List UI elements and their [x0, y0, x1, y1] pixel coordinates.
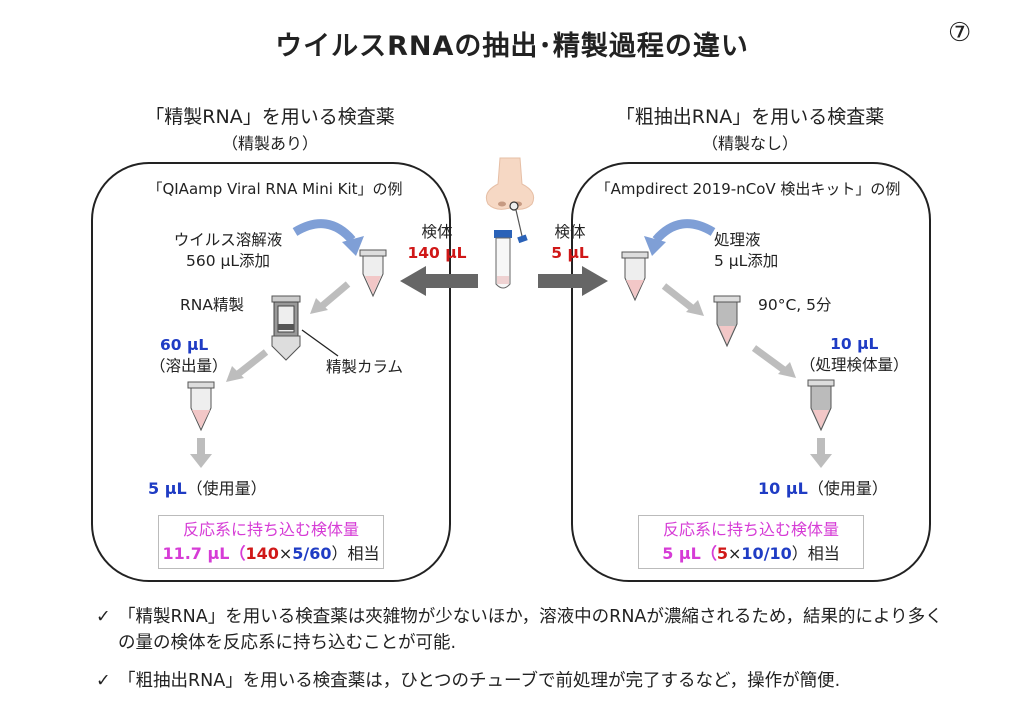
- right-result-value: 5 μL（: [662, 544, 717, 563]
- curved-arrow-icon: [292, 219, 364, 256]
- arrow-down-icon-right: [810, 438, 832, 468]
- note-text-2: 「粗抽出RNA」を用いる検査薬は，ひとつのチューブで前処理が完了するなど，操作が…: [118, 671, 841, 691]
- left-result-b: 5/60: [292, 544, 332, 563]
- processed-tube-icon: [807, 379, 835, 432]
- arrow-left-icon: [400, 266, 478, 296]
- left-kit-label: 「QIAamp Viral RNA Mini Kit」の例: [147, 180, 403, 198]
- rna-purify-label: RNA精製: [180, 296, 244, 314]
- sample-tube-icon: [359, 249, 387, 298]
- right-result-title: 反応系に持ち込む検体量: [662, 520, 839, 539]
- left-result-title: 反応系に持ち込む検体量: [182, 520, 359, 539]
- right-result-x: ×: [728, 544, 742, 563]
- right-result-box: 反応系に持ち込む検体量 5 μL（5×10/10）相当: [638, 515, 864, 569]
- column-pointer-line: [301, 329, 339, 357]
- note-text-1: 「精製RNA」を用いる検査薬は夾雑物が少ないほか，溶液中のRNAが濃縮されるため…: [118, 607, 943, 653]
- left-result-tail: ）相当: [331, 544, 380, 563]
- left-specimen-label: 検体: [421, 223, 453, 241]
- check-icon: ✓: [96, 671, 111, 691]
- left-result-x: ×: [278, 544, 293, 563]
- arrow-down-left-icon-2: [226, 349, 269, 382]
- right-result-b: 10/10: [741, 544, 792, 563]
- heat-label: 90°C, 5分: [758, 296, 832, 314]
- right-use-amount: 10 μL: [758, 479, 808, 498]
- page-number: ⑦: [948, 18, 972, 48]
- left-use-amount: 5 μL: [148, 479, 187, 498]
- arrow-down-right-icon: [661, 283, 704, 316]
- left-result-a: 140: [245, 544, 279, 563]
- arrow-down-left-icon: [310, 281, 351, 314]
- notes-list: ✓ 「精製RNA」を用いる検査薬は夾雑物が少ないほか，溶液中のRNAが濃縮される…: [96, 604, 952, 694]
- elution-amount: 60 μL: [160, 336, 209, 354]
- left-result-value: 11.7 μL（: [162, 544, 246, 563]
- page-title: ウイルスRNAの抽出･精製過程の違い: [275, 31, 749, 62]
- check-icon: ✓: [96, 607, 111, 627]
- curved-arrow-icon-right: [644, 219, 716, 256]
- right-use-label: （使用量）: [807, 479, 888, 498]
- column-label: 精製カラム: [326, 358, 404, 376]
- processed-amount: 10 μL: [830, 335, 879, 353]
- right-panel: [571, 162, 931, 582]
- lysis-amount: 560 μL添加: [185, 252, 270, 270]
- treatment-tube-icon: [621, 251, 649, 302]
- right-heading: 「粗抽出RNA」を用いる検査薬: [615, 106, 885, 128]
- treat-label: 処理液: [714, 231, 761, 249]
- right-specimen-amount: 5 μL: [551, 244, 589, 262]
- right-result-tail: ）相当: [791, 544, 840, 563]
- elution-label: （溶出量）: [150, 357, 228, 375]
- arrow-down-icon: [190, 438, 212, 468]
- right-subheading: （精製なし）: [701, 134, 798, 153]
- arrow-down-right-icon-2: [751, 345, 796, 378]
- processed-label: （処理検体量）: [800, 356, 909, 374]
- lysis-label: ウイルス溶解液: [173, 231, 283, 249]
- left-result-box: 反応系に持ち込む検体量 11.7 μL（140×5/60）相当: [158, 515, 384, 569]
- treat-amount: 5 μL添加: [714, 252, 779, 270]
- note-item: ✓ 「精製RNA」を用いる検査薬は夾雑物が少ないほか，溶液中のRNAが濃縮される…: [96, 604, 952, 656]
- right-kit-label: 「Ampdirect 2019-nCoV 検出キット」の例: [595, 180, 901, 198]
- arrow-right-icon: [538, 266, 608, 296]
- specimen-tube-icon: [494, 230, 512, 289]
- swab-icon: [509, 201, 528, 244]
- left-specimen-amount: 140 μL: [407, 244, 467, 262]
- left-use-label: （使用量）: [186, 479, 267, 498]
- right-result-a: 5: [716, 544, 729, 563]
- heated-tube-icon: [713, 295, 741, 348]
- right-specimen-label: 検体: [554, 223, 586, 241]
- left-heading: 「精製RNA」を用いる検査薬: [145, 106, 395, 128]
- purification-column-icon: [271, 295, 301, 361]
- left-panel: [91, 162, 451, 582]
- note-item: ✓ 「粗抽出RNA」を用いる検査薬は，ひとつのチューブで前処理が完了するなど，操…: [96, 668, 952, 694]
- eluate-tube-icon: [187, 381, 215, 432]
- left-subheading: （精製あり）: [221, 134, 318, 153]
